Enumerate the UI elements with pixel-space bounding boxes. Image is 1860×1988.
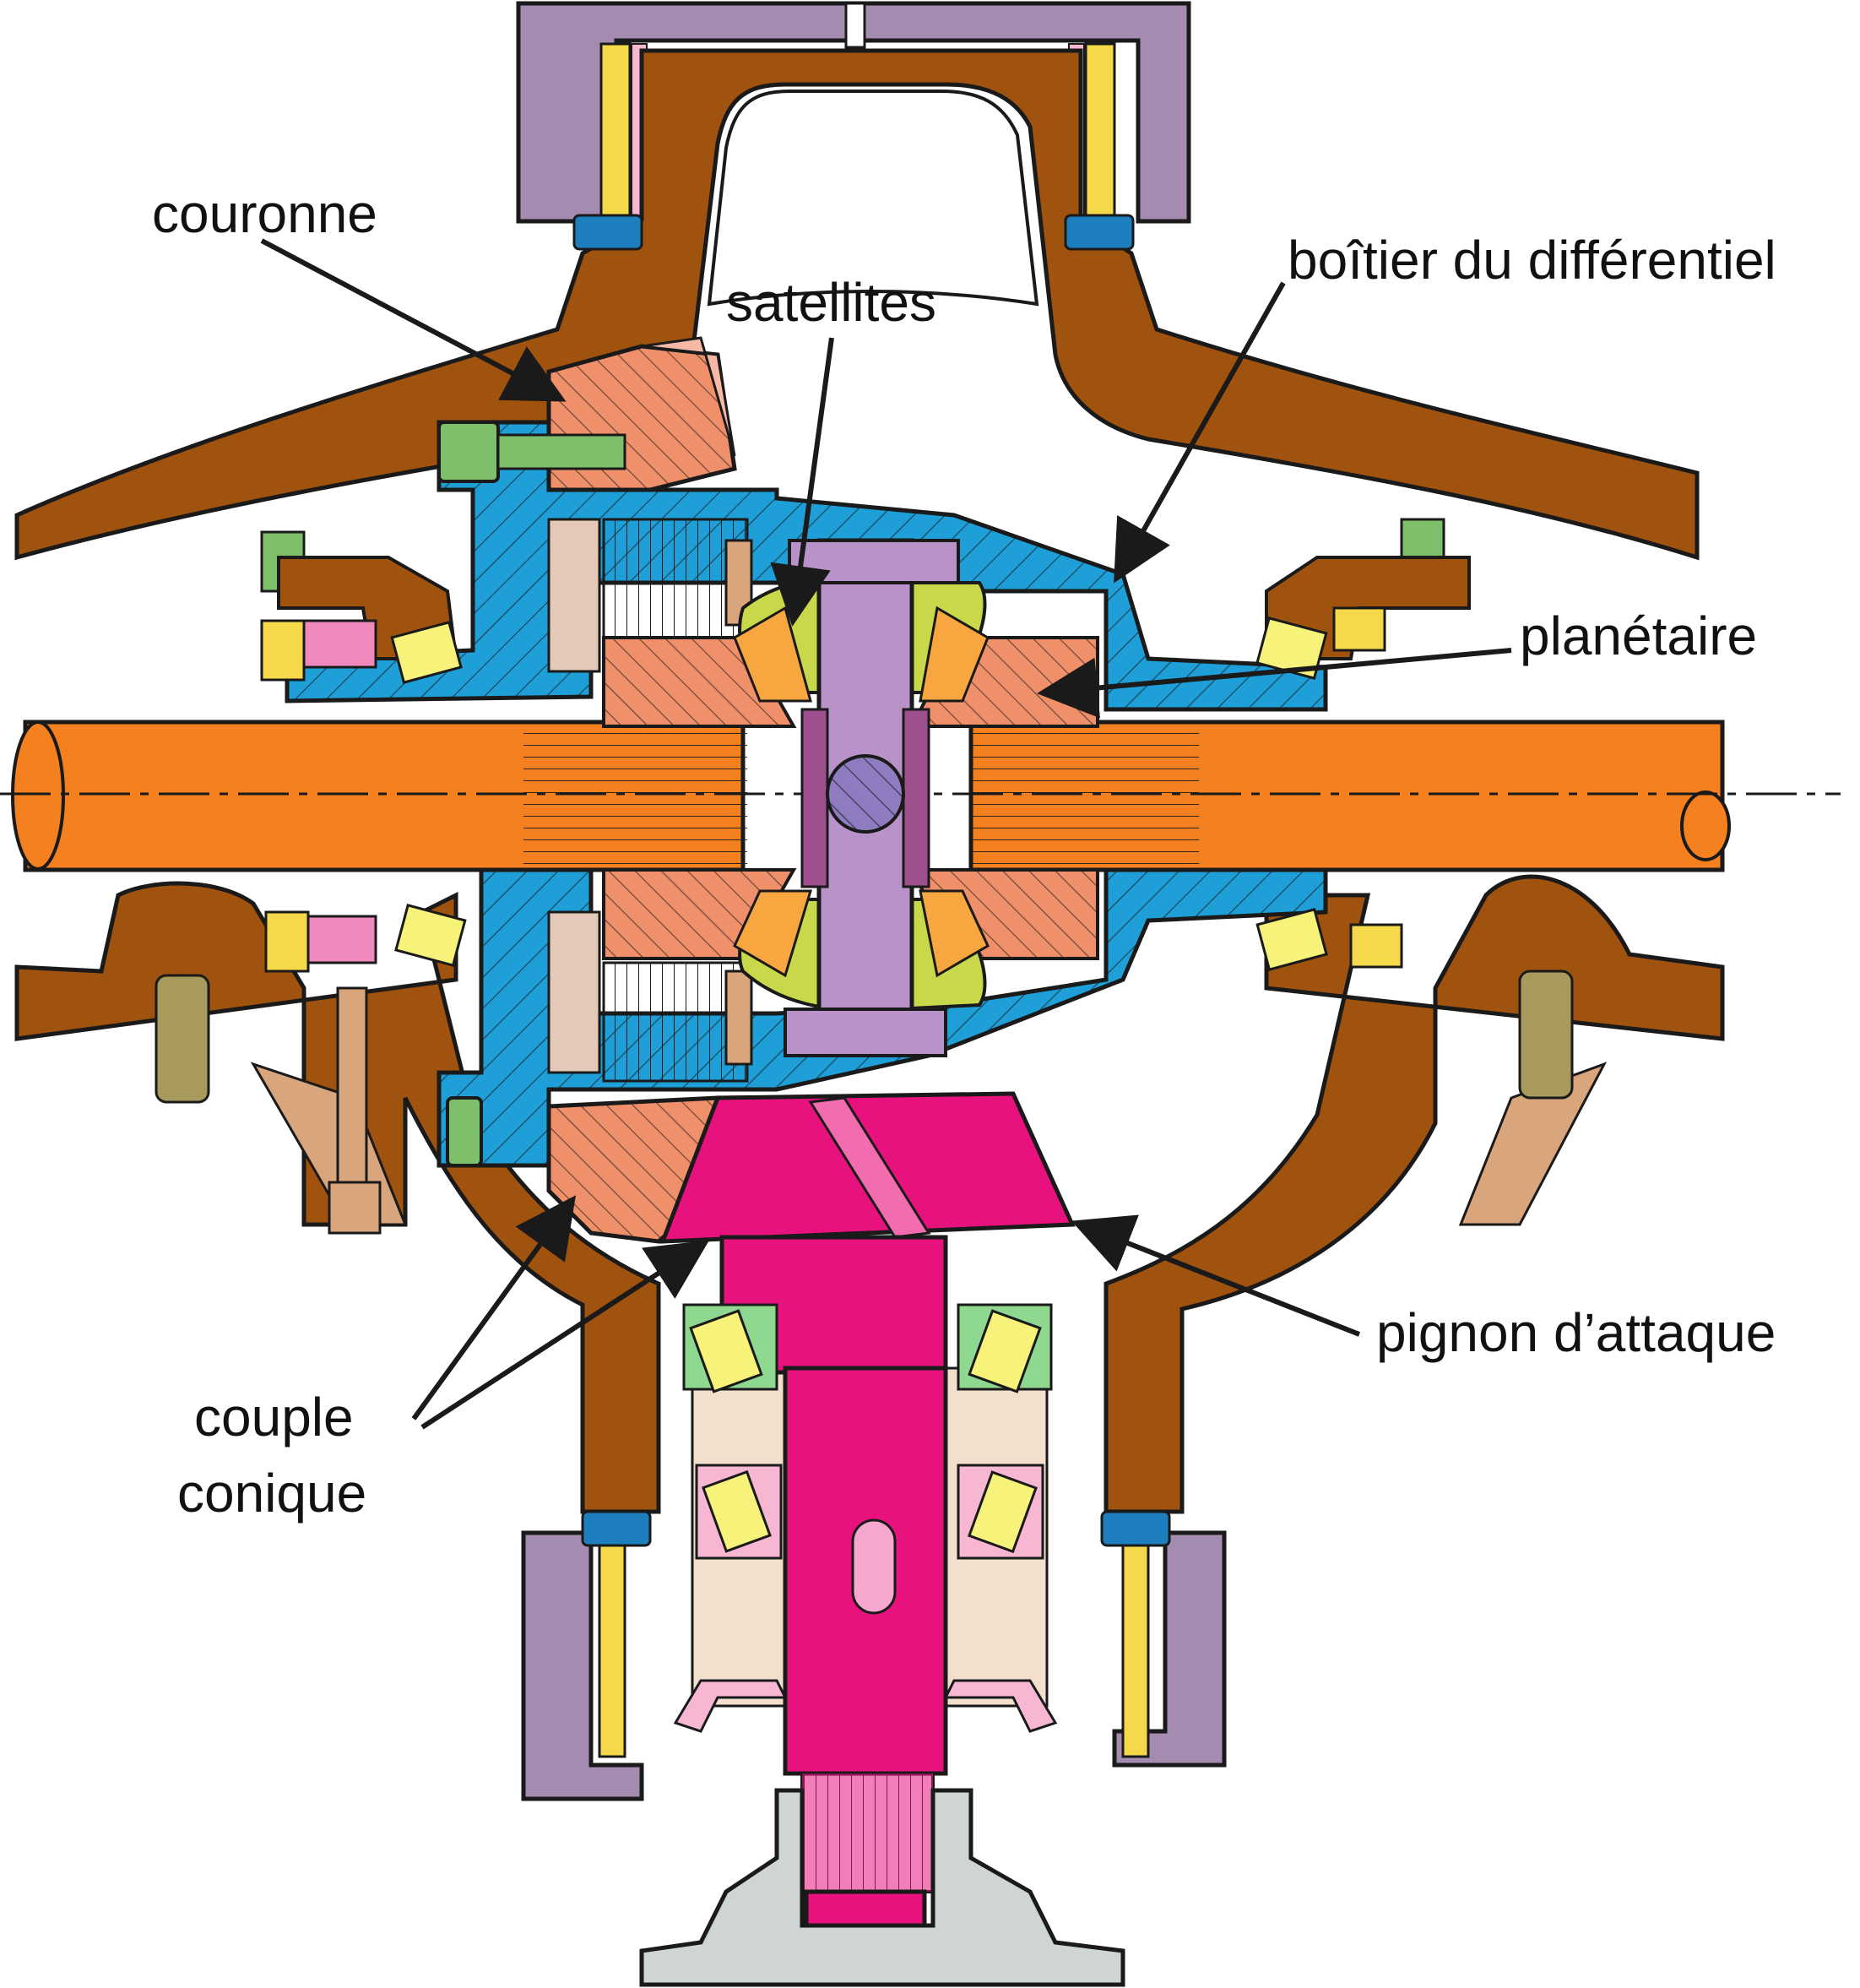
planet-pin-right-block xyxy=(902,708,930,888)
left-plug xyxy=(155,974,210,1104)
label-couronne: couronne xyxy=(152,183,377,244)
arrow-couple-2 xyxy=(420,1240,710,1430)
pinion-bearings xyxy=(673,1303,1058,1733)
arrow-couple-1 xyxy=(411,1195,577,1420)
clutch-plate-lower-r xyxy=(724,970,753,1066)
label-boitier: boîtier du différentiel xyxy=(1288,230,1776,291)
axle-shafts xyxy=(0,720,1841,872)
top-cover-body xyxy=(516,1,1191,224)
clutch-pack-upper xyxy=(602,518,749,639)
label-pignon: pignon d’attaque xyxy=(1376,1302,1776,1363)
housing-lower xyxy=(14,874,1725,1514)
bolt-upper xyxy=(437,421,500,483)
pinion-bearing-roller-lower-r xyxy=(968,1470,1038,1554)
output-flange xyxy=(639,1788,1125,1987)
planet-pin-assembly xyxy=(784,538,960,1057)
crown-wheel-upper-tooth xyxy=(641,336,736,457)
bearing-nut-left-lower xyxy=(264,910,310,973)
lower-seal-right xyxy=(1121,1544,1150,1758)
lower-seal-left xyxy=(598,1544,626,1758)
top-cover-slot xyxy=(844,2,866,49)
side-bearings xyxy=(260,556,1471,973)
housing-upper-inner-cavity xyxy=(707,90,1039,307)
pinion-bearing-roller-upper-r xyxy=(968,1309,1042,1393)
lower-cover-right xyxy=(1112,1530,1227,1768)
clutch-pack-lower xyxy=(602,961,749,1083)
top-bearing-right xyxy=(1064,214,1135,251)
top-seal-left xyxy=(599,42,632,223)
pinion-seal-left xyxy=(673,1679,788,1733)
planet-pin-cross-section-hatch xyxy=(827,756,903,832)
axle-shaft-left-end xyxy=(11,720,65,871)
right-plug xyxy=(1518,970,1574,1100)
lower-bearing-left xyxy=(581,1510,652,1547)
pinion-shaft-highlight xyxy=(851,1518,897,1615)
bearing-cage-left-lower xyxy=(298,915,377,964)
arrow-boitier xyxy=(1114,281,1286,584)
planet-pin-left-block xyxy=(800,708,829,888)
bearing-cage-left xyxy=(298,619,377,669)
planet-pin-bottom xyxy=(784,1008,947,1057)
pinion-bearing-roller-upper-l xyxy=(689,1309,763,1393)
left-drain-stem xyxy=(336,986,368,1201)
bearing-roller-right-lower xyxy=(1255,908,1328,971)
clutch-plate-lower xyxy=(547,910,601,1074)
label-satellites: satellites xyxy=(726,272,936,333)
bearing-nut-left xyxy=(260,619,306,682)
pinion-tooth xyxy=(808,1096,931,1239)
label-couple-line1: couple xyxy=(194,1387,354,1448)
pinion-spline-fill xyxy=(802,1773,933,1892)
bolt-lower xyxy=(446,1096,483,1167)
planet-pin-top xyxy=(788,539,960,584)
arrow-satellites xyxy=(770,337,834,627)
axle-shaft-right-end xyxy=(1680,790,1731,861)
labels: couronne satellites boîtier du différent… xyxy=(152,183,1776,1524)
clutch-packs xyxy=(547,518,753,1083)
top-bearing-left xyxy=(572,214,643,251)
satellite-lower-teeth xyxy=(733,889,990,978)
pinion-seal-right xyxy=(943,1679,1058,1733)
axle-spline-right xyxy=(971,728,1199,867)
arrow-planetaire xyxy=(1037,648,1512,719)
housing-lower-right xyxy=(1104,874,1725,1514)
bearing-roller-left-lower xyxy=(394,904,467,967)
clutch-plate-upper xyxy=(547,518,601,673)
arrow-pignon xyxy=(1071,1214,1361,1337)
satellite-upper-teeth xyxy=(733,606,990,703)
label-couple-line2: conique xyxy=(177,1463,366,1524)
bearing-nut-right xyxy=(1332,606,1386,652)
label-planetaire: planétaire xyxy=(1520,606,1757,666)
top-seal-right xyxy=(1084,42,1116,223)
left-drain-head xyxy=(328,1181,382,1235)
pinion-bearing-roller-lower-l xyxy=(702,1469,772,1553)
label-arrows xyxy=(260,238,1512,1430)
lower-bearing-right xyxy=(1100,1510,1171,1547)
bearing-roller-left-upper xyxy=(390,621,463,684)
axle-spline-left xyxy=(523,728,747,867)
output-flange-body xyxy=(639,1788,1125,1987)
bolt-upper-shank xyxy=(496,433,626,470)
bearing-nut-right-lower xyxy=(1349,923,1403,969)
arrow-couronne xyxy=(260,238,567,402)
